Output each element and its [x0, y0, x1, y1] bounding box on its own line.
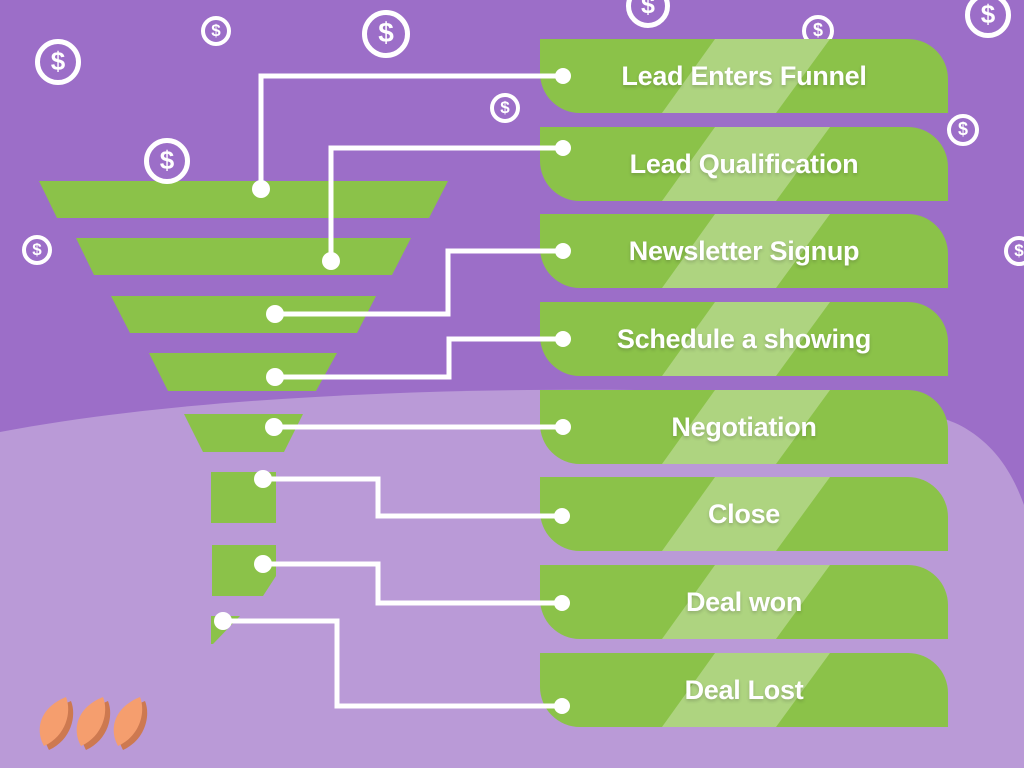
logo-leaf: [113, 697, 148, 750]
stage-label: Lead Enters Funnel: [621, 60, 867, 91]
stage-label: Lead Qualification: [629, 148, 859, 179]
dollar-glyph: $: [159, 145, 175, 175]
dollar-glyph: $: [957, 119, 968, 139]
stage-bar-lead-enters-funnel: Lead Enters Funnel: [540, 39, 948, 113]
stage-bar-lead-qualification: Lead Qualification: [540, 127, 948, 201]
dollar-coin-icon: $: [947, 114, 979, 146]
dollar-coin-icon: $: [1004, 236, 1024, 266]
dollar-coin-icon: $: [362, 10, 410, 58]
stage-bar-newsletter-signup: Newsletter Signup: [540, 214, 948, 288]
stage-bar-close: Close: [540, 477, 948, 551]
stage-label: Deal Lost: [684, 674, 804, 705]
stage-label: Schedule a showing: [616, 323, 872, 354]
dollar-coin-icon: $: [22, 235, 52, 265]
dollar-coin-icon: $: [965, 0, 1011, 38]
dollar-coin-icon: $: [201, 16, 231, 46]
stage-bar-deal-lost: Deal Lost: [540, 653, 948, 727]
dollar-glyph: $: [50, 46, 66, 76]
stage-bar-deal-won: Deal won: [540, 565, 948, 639]
stage-label: Deal won: [685, 586, 803, 617]
stage-label: Close: [707, 498, 781, 529]
dollar-coin-icon: $: [144, 138, 190, 184]
dollar-glyph: $: [812, 20, 823, 40]
logo-leaf: [76, 697, 111, 750]
dollar-glyph: $: [32, 239, 42, 259]
dollar-glyph: $: [378, 17, 394, 48]
dollar-glyph: $: [211, 20, 221, 40]
stage-label: Newsletter Signup: [628, 235, 860, 266]
stage-bar-negotiation: Negotiation: [540, 390, 948, 464]
stage-label: Negotiation: [671, 411, 817, 442]
dollar-coin-icon: $: [626, 0, 670, 28]
stage-bar-schedule-a-showing: Schedule a showing: [540, 302, 948, 376]
dollar-glyph: $: [980, 0, 996, 29]
triple-leaf-logo: [39, 697, 148, 750]
dollar-glyph: $: [641, 0, 655, 19]
dollar-coin-icon: $: [35, 39, 81, 85]
logo-leaf: [39, 697, 74, 750]
dollar-glyph: $: [1014, 240, 1024, 260]
